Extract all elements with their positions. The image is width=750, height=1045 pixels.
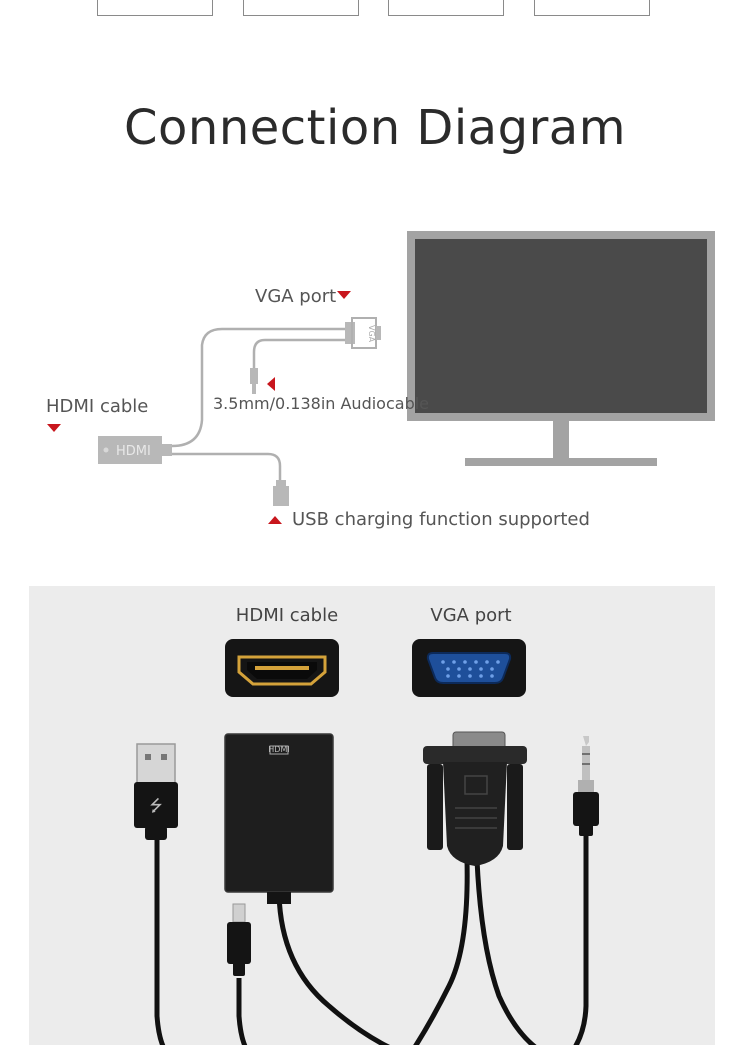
photo-hdmi-cable-label: HDMI cable bbox=[235, 605, 339, 626]
hdmi-plug-icon bbox=[98, 436, 172, 464]
vga-plug-icon bbox=[345, 317, 381, 349]
hdmi-plug-text: HDMI bbox=[116, 444, 151, 459]
vga-plug-text: VGA bbox=[367, 325, 376, 343]
usb-plug-icon bbox=[273, 480, 289, 506]
audio-jack-plug-icon bbox=[573, 736, 599, 836]
hdmi-cable-marker-icon bbox=[47, 424, 61, 432]
cable-lines bbox=[171, 327, 345, 480]
vga-port-label: VGA port bbox=[255, 286, 337, 307]
product-photo: ⭍ HDMI bbox=[134, 639, 599, 1045]
vga-port-icon bbox=[412, 639, 526, 697]
usb-a-plug-icon: ⭍ bbox=[134, 743, 178, 840]
adapter-box-icon bbox=[224, 733, 334, 904]
hdmi-port-icon bbox=[225, 639, 339, 697]
spec-box-4 bbox=[534, 0, 650, 16]
spec-box-2 bbox=[243, 0, 359, 16]
vga-plug-photo-icon bbox=[423, 731, 527, 866]
product-photo-panel: ⭍ HDMI bbox=[29, 586, 715, 1045]
spec-box-3 bbox=[388, 0, 504, 16]
top-spec-boxes bbox=[0, 0, 750, 20]
product-cables bbox=[154, 834, 589, 1045]
hdmi-cable-label: HDMI cable bbox=[46, 396, 149, 417]
svg-text:⭍: ⭍ bbox=[149, 796, 162, 815]
micro-usb-plug-icon bbox=[227, 903, 251, 976]
page-title: Connection Diagram bbox=[124, 100, 626, 156]
monitor-icon bbox=[407, 231, 715, 466]
spec-box-1 bbox=[97, 0, 213, 16]
audio-plug-icon bbox=[250, 368, 258, 394]
audio-cable-marker-icon bbox=[267, 377, 275, 391]
connection-diagram: HDMI VGA bbox=[47, 231, 715, 524]
usb-charging-marker-icon bbox=[268, 516, 282, 524]
usb-charging-label: USB charging function supported bbox=[292, 509, 590, 530]
vga-port-marker-icon bbox=[337, 291, 351, 299]
photo-vga-port-label: VGA port bbox=[430, 605, 512, 626]
audio-cable-label: 3.5mm/0.138in Audiocable bbox=[213, 394, 430, 413]
adapter-hdmi-text: HDMI bbox=[268, 745, 289, 754]
